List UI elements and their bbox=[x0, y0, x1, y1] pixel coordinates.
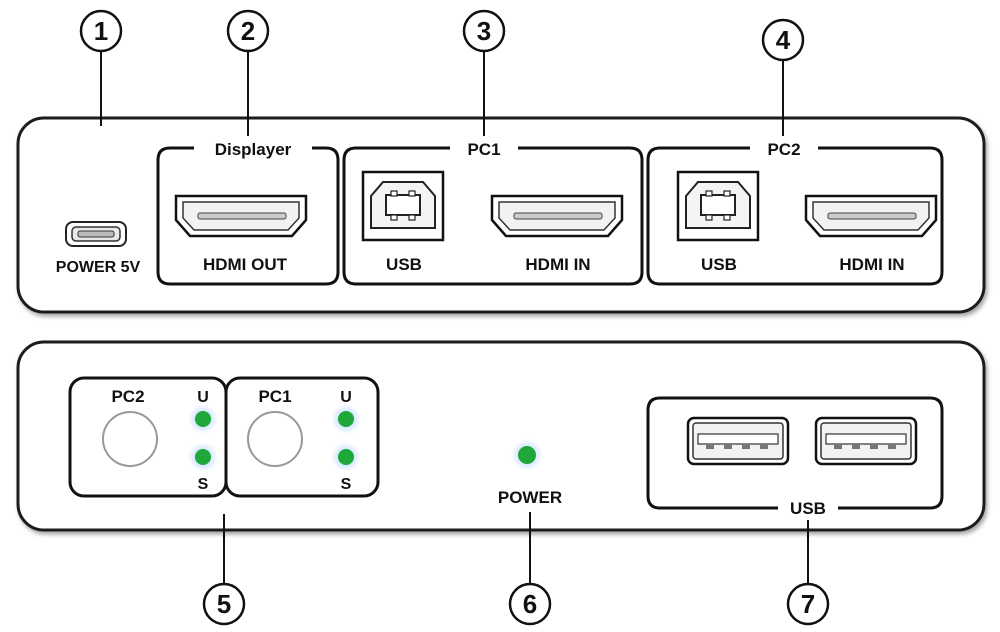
usb-group-border bbox=[646, 396, 944, 510]
pc1-usb-b-port bbox=[361, 170, 445, 242]
pc2-hdmi-in-port bbox=[804, 194, 938, 238]
pc1-led-u-label: U bbox=[340, 389, 352, 406]
usb-a-port-1 bbox=[686, 416, 790, 466]
pc2-led-u bbox=[188, 404, 218, 434]
callout-number: 1 bbox=[94, 16, 108, 46]
pc1-hdmi-in-label: HDMI IN bbox=[525, 255, 590, 274]
callout-number: 7 bbox=[801, 589, 815, 619]
pc2-usb-label: USB bbox=[701, 255, 737, 274]
pc1-button-label: PC1 bbox=[258, 387, 291, 406]
pc1-led-s-label: S bbox=[341, 476, 352, 493]
usb-group-label: USB bbox=[790, 499, 826, 518]
pc2-group-border bbox=[646, 146, 944, 286]
callout-6: 6 bbox=[508, 582, 552, 626]
pc2-hdmi-in-label: HDMI IN bbox=[839, 255, 904, 274]
power-5v-label: POWER 5V bbox=[56, 259, 141, 276]
pc1-hdmi-in-port bbox=[490, 194, 624, 238]
displayer-group-label: Displayer bbox=[215, 140, 292, 159]
callout-3: 3 bbox=[462, 9, 506, 53]
pc2-select-button[interactable] bbox=[102, 411, 158, 467]
power-led bbox=[511, 439, 543, 471]
pc1-group-border bbox=[342, 146, 644, 286]
pc1-select-button[interactable] bbox=[247, 411, 303, 467]
pc1-led-u bbox=[331, 404, 361, 434]
pc2-led-u-label: U bbox=[197, 389, 209, 406]
pc1-usb-label: USB bbox=[386, 255, 422, 274]
callout-4: 4 bbox=[761, 18, 805, 62]
displayer-group-border bbox=[156, 146, 340, 286]
callout-5: 5 bbox=[202, 582, 246, 626]
callout-number: 6 bbox=[523, 589, 537, 619]
pc2-usb-b-port bbox=[676, 170, 760, 242]
front-panel bbox=[16, 340, 986, 532]
pc2-group-label: PC2 bbox=[767, 140, 800, 159]
power-led-label: POWER bbox=[498, 488, 562, 507]
usb-a-port-2 bbox=[814, 416, 918, 466]
pc1-group-label: PC1 bbox=[467, 140, 500, 159]
hdmi-out-label: HDMI OUT bbox=[203, 255, 288, 274]
hdmi-out-port bbox=[174, 194, 308, 238]
callout-number: 2 bbox=[241, 16, 255, 46]
callout-number: 3 bbox=[477, 16, 491, 46]
pc1-led-s bbox=[331, 442, 361, 472]
callout-1: 1 bbox=[79, 9, 123, 53]
pc1-button-group bbox=[224, 376, 380, 498]
callout-7: 7 bbox=[786, 582, 830, 626]
pc2-led-s-label: S bbox=[198, 476, 209, 493]
callout-2: 2 bbox=[226, 9, 270, 53]
callout-number: 4 bbox=[776, 25, 791, 55]
pc2-led-s bbox=[188, 442, 218, 472]
power-5v-port bbox=[65, 221, 127, 247]
callout-number: 5 bbox=[217, 589, 231, 619]
pc2-button-label: PC2 bbox=[111, 387, 144, 406]
